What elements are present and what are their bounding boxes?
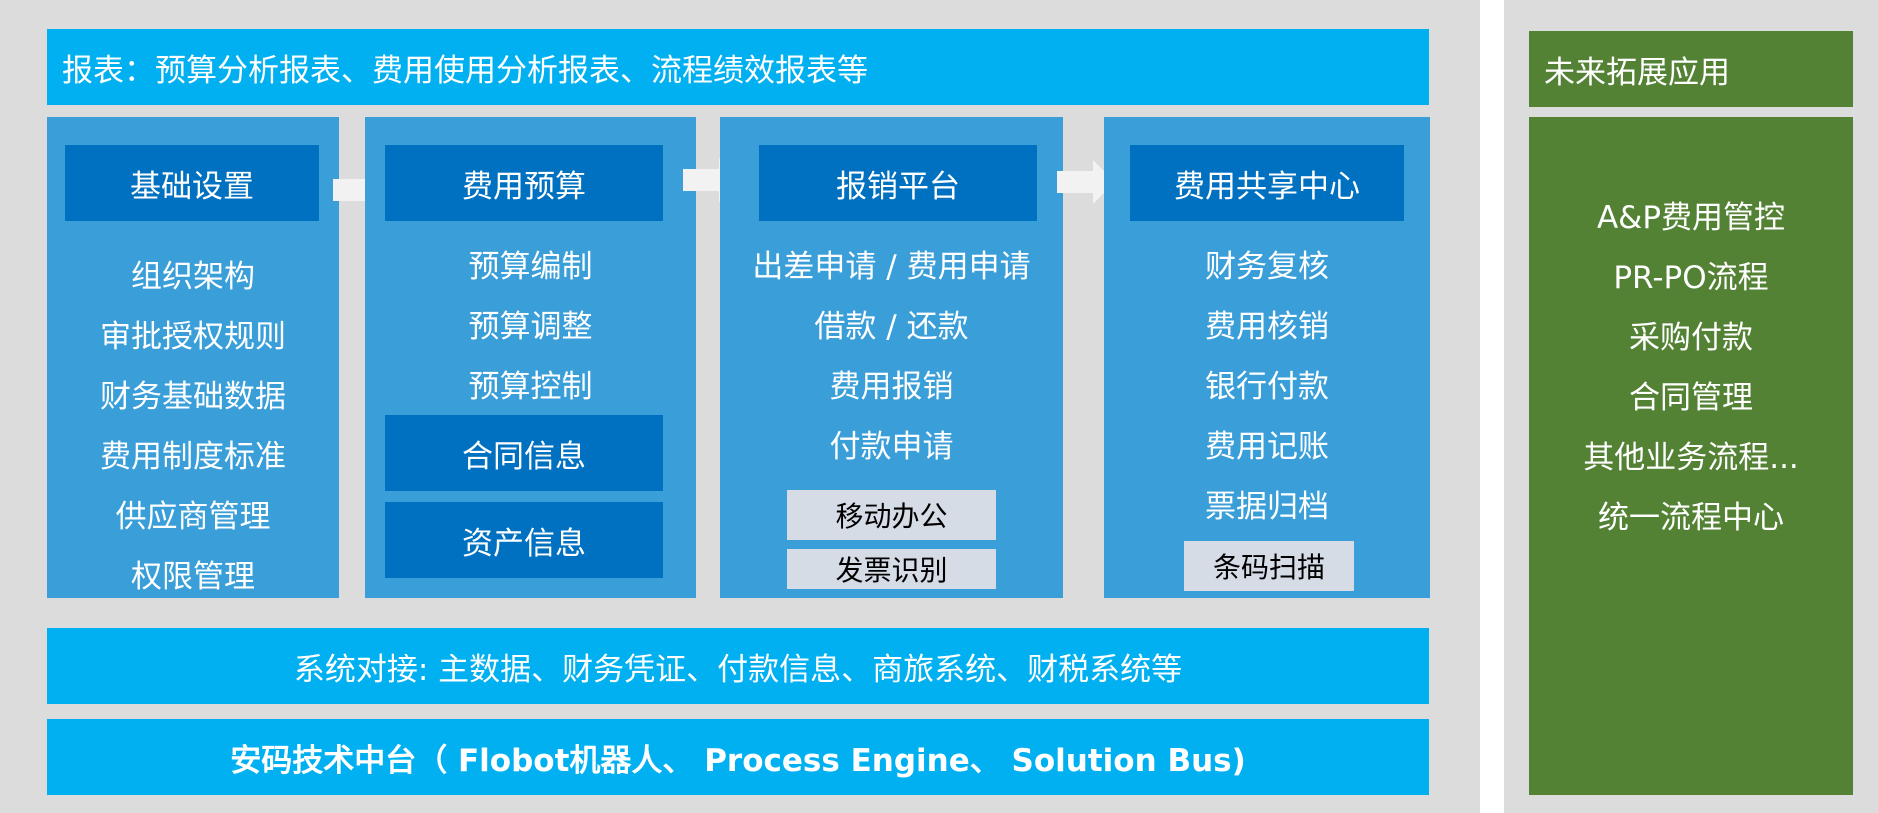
contract-info-text: 合同信息 <box>462 438 586 475</box>
shared-center-item: 财务复核 <box>1205 249 1329 285</box>
asset-info-box: 资产信息 <box>385 502 663 578</box>
invoice-recognition-tag: 发票识别 <box>787 549 996 589</box>
budget-item: 预算编制 <box>468 249 593 285</box>
future-item: A&P费用管控 <box>1596 200 1786 236</box>
shared-center-panel: 费用共享中心 财务复核 费用核销 银行付款 费用记账 票据归档 条码扫描 <box>1104 117 1430 598</box>
basic-item: 审批授权规则 <box>100 319 286 355</box>
future-item: 采购付款 <box>1629 320 1753 356</box>
mobile-office-tag: 移动办公 <box>787 490 996 540</box>
shared-center-header-text: 费用共享中心 <box>1174 168 1360 205</box>
budget-header-text: 费用预算 <box>462 168 586 205</box>
shared-center-item: 银行付款 <box>1205 369 1329 405</box>
basic-item: 供应商管理 <box>115 499 271 535</box>
future-item: 合同管理 <box>1629 380 1753 416</box>
reimbursement-header: 报销平台 <box>759 145 1037 221</box>
tech-platform-banner: 安码技术中台（ Flobot机器人、 Process Engine、 Solut… <box>47 719 1429 795</box>
basic-item: 财务基础数据 <box>100 379 286 415</box>
barcode-scan-tag: 条码扫描 <box>1184 541 1354 591</box>
future-expansion-panel: A&P费用管控 PR-PO流程 采购付款 合同管理 其他业务流程... 统一流程… <box>1529 117 1853 795</box>
system-integration-banner: 系统对接: 主数据、财务凭证、付款信息、商旅系统、财税系统等 <box>47 628 1429 704</box>
shared-center-header: 费用共享中心 <box>1130 145 1404 221</box>
budget-panel: 费用预算 预算编制 预算调整 预算控制 合同信息 资产信息 <box>365 117 696 598</box>
basic-item: 组织架构 <box>131 259 255 295</box>
future-item: PR-PO流程 <box>1613 260 1769 296</box>
shared-center-item: 费用记账 <box>1205 429 1329 465</box>
budget-header: 费用预算 <box>385 145 663 221</box>
basic-settings-header: 基础设置 <box>65 145 319 221</box>
shared-center-item: 费用核销 <box>1205 309 1329 345</box>
arrow-right-icon <box>1057 160 1115 204</box>
basic-item: 费用制度标准 <box>100 439 286 475</box>
reimbursement-item: 费用报销 <box>829 369 954 405</box>
future-item: 其他业务流程... <box>1583 440 1799 476</box>
asset-info-text: 资产信息 <box>462 525 586 562</box>
budget-item: 预算控制 <box>468 369 593 405</box>
invoice-recognition-text: 发票识别 <box>835 554 948 587</box>
reimbursement-header-text: 报销平台 <box>836 168 960 205</box>
reports-banner-text: 报表：预算分析报表、费用使用分析报表、流程绩效报表等 <box>62 52 868 89</box>
contract-info-box: 合同信息 <box>385 415 663 491</box>
reimbursement-item: 出差申请 / 费用申请 <box>752 249 1031 285</box>
separator-column <box>1480 0 1504 813</box>
future-expansion-title-text: 未来拓展应用 <box>1544 54 1730 91</box>
mobile-office-text: 移动办公 <box>835 500 948 533</box>
future-expansion-title: 未来拓展应用 <box>1529 31 1853 107</box>
future-item: 统一流程中心 <box>1598 500 1784 536</box>
basic-item: 权限管理 <box>131 559 255 595</box>
reimbursement-item: 付款申请 <box>829 429 954 465</box>
budget-item: 预算调整 <box>468 309 593 345</box>
system-integration-text: 系统对接: 主数据、财务凭证、付款信息、商旅系统、财税系统等 <box>293 651 1183 688</box>
basic-settings-header-text: 基础设置 <box>130 168 254 205</box>
shared-center-item: 票据归档 <box>1205 489 1329 525</box>
reimbursement-item: 借款 / 还款 <box>814 309 969 345</box>
tech-platform-text: 安码技术中台（ Flobot机器人、 Process Engine、 Solut… <box>230 742 1246 779</box>
reimbursement-panel: 报销平台 出差申请 / 费用申请 借款 / 还款 费用报销 付款申请 移动办公 … <box>720 117 1063 598</box>
barcode-scan-text: 条码扫描 <box>1212 551 1325 584</box>
basic-settings-panel: 基础设置 组织架构 审批授权规则 财务基础数据 费用制度标准 供应商管理 权限管… <box>47 117 339 598</box>
reports-banner: 报表：预算分析报表、费用使用分析报表、流程绩效报表等 <box>47 29 1429 105</box>
